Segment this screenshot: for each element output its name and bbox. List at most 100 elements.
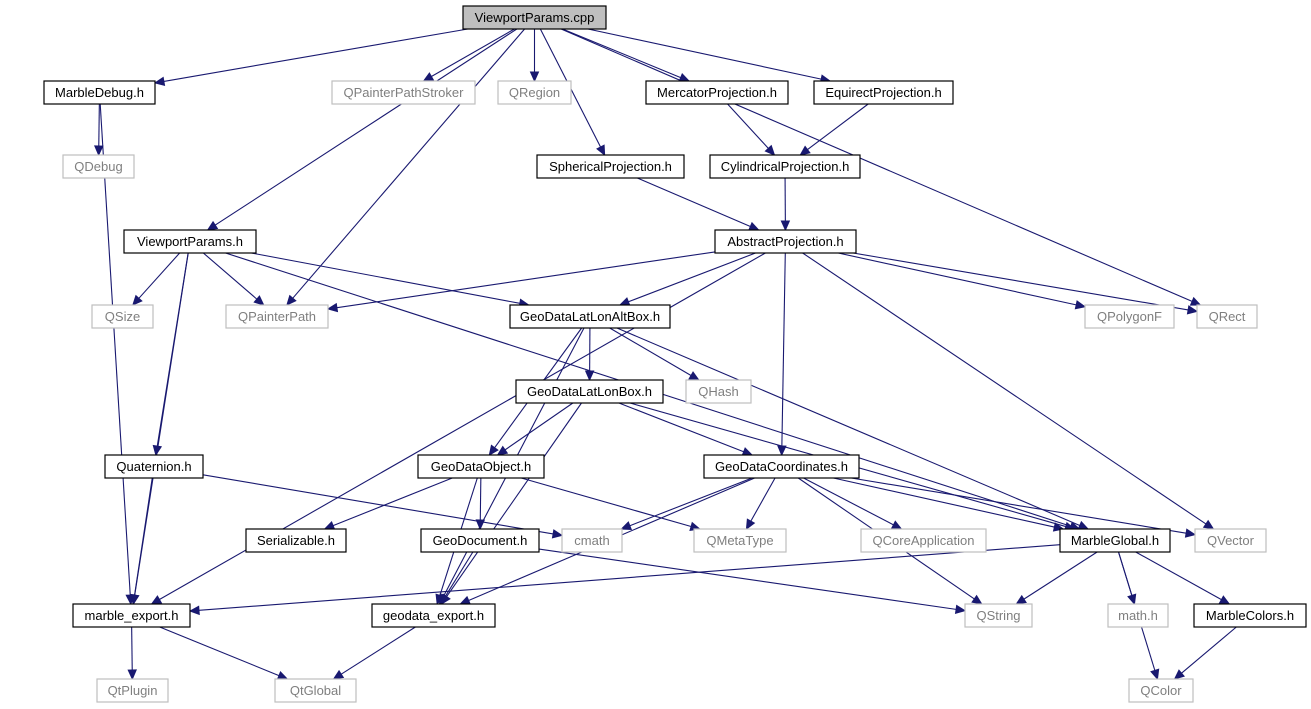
node-qhash: QHash (685, 379, 752, 404)
node-marbleglobal-h[interactable]: MarbleGlobal.h (1059, 528, 1171, 553)
node-box (714, 229, 857, 254)
edge-marble_export_h-to-qtplugin (127, 626, 137, 681)
node-qpainterpath: QPainterPath (225, 304, 329, 329)
node-geodatalatlonaltbox-h[interactable]: GeoDataLatLonAltBox.h (509, 304, 671, 329)
node-abstractprojection-h[interactable]: AbstractProjection.h (714, 229, 857, 254)
edge-line (629, 477, 753, 527)
node-label: QVector (1207, 533, 1255, 548)
node-qstring: QString (964, 603, 1033, 628)
node-box (72, 603, 191, 628)
edge-line (336, 251, 716, 309)
arrowhead-icon (1202, 519, 1215, 530)
arrowhead-icon (890, 520, 903, 530)
node-mercatorprojection-h[interactable]: MercatorProjection.h (645, 80, 789, 105)
edge-line (159, 626, 280, 677)
edge-line (332, 477, 453, 527)
node-marbledebug-h[interactable]: MarbleDebug.h (43, 80, 156, 105)
node-geodataobject-h[interactable]: GeoDataObject.h (417, 454, 545, 479)
arrowhead-icon (439, 593, 450, 606)
node-label: GeoDataLatLonBox.h (527, 384, 652, 399)
node-label: MarbleGlobal.h (1071, 533, 1159, 548)
node-equirectprojection-h[interactable]: EquirectProjection.h (813, 80, 954, 105)
node-serializable-h[interactable]: Serializable.h (245, 528, 347, 553)
edge-abstractprojection_h-to-geodatacoordinates_h (777, 252, 787, 457)
node-label: QPainterPath (238, 309, 316, 324)
arrowhead-icon (129, 593, 140, 606)
node-label: geodata_export.h (383, 608, 484, 623)
edge-mercatorprojection_h-to-cylindricalprojection_h (727, 103, 776, 156)
node-geodocument-h[interactable]: GeoDocument.h (420, 528, 540, 553)
node-box (1107, 603, 1169, 628)
arrowhead-icon (188, 605, 200, 616)
node-qrect: QRect (1196, 304, 1258, 329)
edge-line (562, 28, 681, 79)
node-box (462, 5, 607, 30)
edge-line (851, 477, 1187, 534)
edge-geodatacoordinates_h-to-qcoreapplication (803, 477, 903, 530)
node-label: MarbleColors.h (1206, 608, 1294, 623)
arrowhead-icon (584, 370, 595, 382)
node-box (813, 80, 954, 105)
edge-abstractprojection_h-to-qrect (853, 252, 1199, 315)
node-geodatacoordinates-h[interactable]: GeoDataCoordinates.h (703, 454, 860, 479)
arrowhead-icon (1077, 520, 1090, 530)
arrowhead-icon (94, 145, 104, 157)
node-box (536, 154, 685, 179)
node-box (331, 80, 476, 105)
node-box (509, 304, 671, 329)
node-label: QRegion (509, 85, 560, 100)
node-sphericalprojection-h[interactable]: SphericalProjection.h (536, 154, 685, 179)
edge-line (750, 477, 776, 522)
node-cylindricalprojection-h[interactable]: CylindricalProjection.h (709, 154, 861, 179)
arrowhead-icon (422, 72, 435, 82)
node-geodata-export-h[interactable]: geodata_export.h (371, 603, 496, 628)
edge-line (98, 103, 100, 147)
node-qmetatype: QMetaType (693, 528, 787, 553)
edge-line (521, 477, 692, 528)
node-box (91, 304, 154, 329)
edge-viewportparams_cpp-to-qpainterpath (286, 28, 526, 306)
node-label: QtGlobal (290, 683, 341, 698)
edge-viewportparams_cpp-to-qpainterpathstroker (422, 28, 515, 82)
arrowhead-icon (1186, 305, 1199, 315)
edge-line (803, 477, 894, 526)
arrowhead-icon (1015, 594, 1027, 605)
node-label: Serializable.h (257, 533, 335, 548)
edge-viewportparams_h-to-qpainterpath (202, 252, 265, 306)
node-box (860, 528, 987, 553)
edge-geodatalatlonbox_h-to-geodatacoordinates_h (618, 402, 754, 456)
node-cmath: cmath (561, 528, 623, 553)
node-box (225, 304, 329, 329)
node-box (43, 80, 156, 105)
arrowhead-icon (1173, 669, 1185, 680)
edge-geodataobject_h-to-serializable_h (323, 477, 453, 530)
node-geodatalatlonbox-h[interactable]: GeoDataLatLonBox.h (515, 379, 664, 404)
edge-line (431, 28, 515, 78)
node-viewportparams-cpp[interactable]: ViewportParams.cpp (462, 5, 607, 30)
node-box (417, 454, 545, 479)
edge-line (637, 177, 751, 227)
edge-line (134, 477, 153, 596)
node-label: QRect (1209, 309, 1246, 324)
node-viewportparams-h[interactable]: ViewportParams.h (123, 229, 257, 254)
edge-marbledebug_h-to-marble_export_h (99, 103, 135, 606)
node-label: QDebug (74, 159, 122, 174)
arrowhead-icon (488, 444, 499, 456)
arrowhead-icon (1184, 528, 1197, 538)
node-math-h: math.h (1107, 603, 1169, 628)
node-label: GeoDataObject.h (431, 459, 531, 474)
edge-line (628, 252, 756, 303)
node-quaternion-h[interactable]: Quaternion.h (104, 454, 204, 479)
arrowhead-icon (206, 220, 219, 231)
node-marble-export-h[interactable]: marble_export.h (72, 603, 191, 628)
node-qvector: QVector (1194, 528, 1267, 553)
node-label: SphericalProjection.h (549, 159, 672, 174)
edge-abstractprojection_h-to-qvector (802, 252, 1215, 530)
node-marblecolors-h[interactable]: MarbleColors.h (1193, 603, 1307, 628)
node-label: MarbleDebug.h (55, 85, 144, 100)
arrowhead-icon (529, 71, 540, 83)
edge-marbleglobal_h-to-qstring (1015, 551, 1098, 605)
node-label: QString (976, 608, 1020, 623)
